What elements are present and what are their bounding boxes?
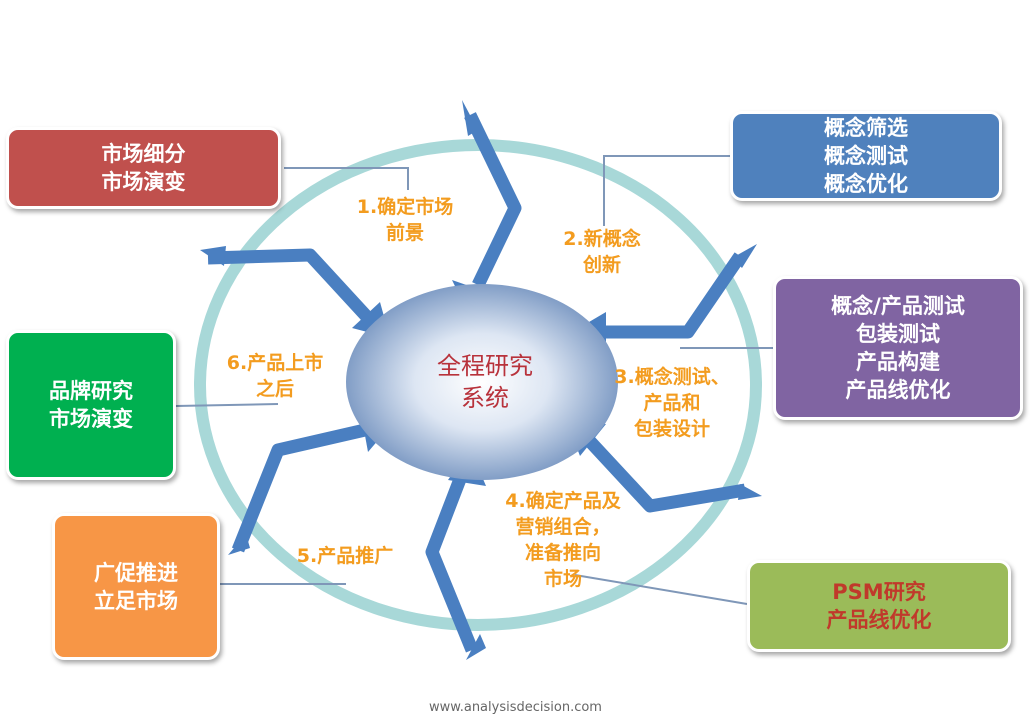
box-psm-research: PSM研究 产品线优化	[747, 560, 1011, 652]
stage-label-1: 1.确定市场 前景	[345, 194, 465, 246]
arrow-1-tail	[462, 100, 478, 136]
box-concept-screening: 概念筛选 概念测试 概念优化	[730, 111, 1002, 201]
stage-label-line: 包装设计	[633, 418, 710, 440]
stage-label-line: 创新	[582, 254, 621, 276]
box-line: 概念/产品测试	[831, 294, 965, 318]
box-product-testing: 概念/产品测试 包装测试 产品构建 产品线优化	[773, 276, 1023, 420]
box-line: PSM研究	[832, 580, 926, 604]
connector-lines	[175, 155, 773, 605]
box-line: 广促推进	[94, 560, 178, 585]
center-hub	[346, 284, 618, 480]
box-promotion: 广促推进 立足市场	[52, 513, 220, 660]
stage-label-4: 4.确定产品及 营销组合， 准备推向 市场	[488, 488, 638, 592]
arrow-1-shaft	[464, 112, 522, 288]
stage-label-5: 5.产品推广	[280, 543, 410, 569]
box-brand-research: 品牌研究 市场演变	[6, 330, 176, 480]
box-line: 市场演变	[49, 407, 133, 431]
footer-url: www.analysisdecision.com	[429, 700, 602, 715]
stage-label-line: 前景	[385, 222, 424, 244]
arrow-5-shaft	[231, 423, 367, 553]
box-line: 产品构建	[856, 350, 940, 374]
connector-1	[284, 167, 409, 190]
box-line: 市场细分	[101, 142, 186, 166]
arrow-5-tail	[228, 534, 250, 555]
stage-label-line: 4.确定产品及	[505, 490, 621, 512]
stage-label-line: 3.概念测试、	[614, 366, 730, 388]
box-line: 市场演变	[101, 170, 186, 194]
box-line: 包装测试	[856, 322, 940, 346]
stage-label-line: 之后	[255, 378, 294, 400]
box-line: 产品线优化	[845, 378, 951, 402]
stage-label-line: 6.产品上市	[226, 352, 324, 374]
box-line: 立足市场	[94, 588, 178, 613]
stage-label-2: 2.新概念 创新	[546, 226, 658, 278]
connector-2	[603, 155, 730, 226]
stage-label-line: 营销组合，	[515, 516, 611, 538]
arrow-2-tail	[732, 244, 757, 268]
box-line: 概念优化	[824, 172, 908, 196]
stage-label-line: 2.新概念	[563, 228, 641, 250]
arrow-4-shaft	[425, 471, 479, 653]
stage-label-line: 产品和	[643, 392, 701, 414]
stage-label-line: 5.产品推广	[296, 545, 394, 567]
arrow-4-tail	[466, 634, 486, 660]
connector-4	[574, 574, 748, 605]
stage-label-3: 3.概念测试、 产品和 包装设计	[602, 364, 742, 442]
center-label: 全程研究 系统	[410, 350, 560, 414]
stage-label-line: 准备推向	[524, 542, 601, 564]
arrow-2-shaft	[605, 252, 746, 339]
center-label-line: 全程研究	[437, 352, 533, 380]
stage-label-6: 6.产品上市 之后	[212, 350, 338, 402]
arrow-6-tail	[200, 246, 226, 266]
stage-label-line: 市场	[543, 568, 582, 590]
arrow-6-shaft	[207, 248, 373, 323]
arrow-3-shaft	[580, 431, 747, 513]
box-line: 产品线优化	[826, 608, 932, 632]
center-label-line: 系统	[461, 384, 509, 412]
box-market-segmentation: 市场细分 市场演变	[6, 127, 281, 209]
arrow-3-tail	[738, 484, 762, 500]
box-line: 品牌研究	[49, 379, 133, 403]
box-line: 概念筛选	[824, 116, 908, 140]
connector-6	[175, 403, 279, 407]
stage-label-line: 1.确定市场	[356, 196, 454, 218]
box-line: 概念测试	[824, 144, 908, 168]
